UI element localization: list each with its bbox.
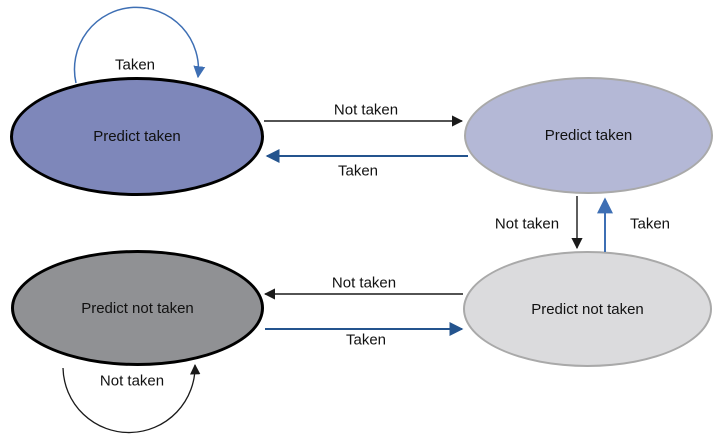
state-predict-taken-weak: Predict taken xyxy=(464,77,713,194)
state-predict-not-taken-strong: Predict not taken xyxy=(11,250,264,366)
state-label: Predict taken xyxy=(93,128,181,145)
transition-label-taken-selfloop: Taken xyxy=(114,56,156,74)
state-predict-taken-strong: Predict taken xyxy=(10,77,264,196)
transition-label-taken-bottom: Taken xyxy=(345,331,387,349)
transition-label-not-taken-top: Not taken xyxy=(333,101,399,119)
state-label: Predict taken xyxy=(544,127,633,144)
transition-label-not-taken-bottom: Not taken xyxy=(331,274,397,292)
state-label: Predict not taken xyxy=(81,299,194,317)
transition-label-not-taken-selfloop: Not taken xyxy=(99,372,165,390)
state-predict-not-taken-weak: Predict not taken xyxy=(463,251,712,367)
transition-label-taken-vertical: Taken xyxy=(629,215,671,233)
transition-label-taken-top: Taken xyxy=(337,162,379,180)
transition-label-not-taken-vertical: Not taken xyxy=(494,215,560,233)
state-label: Predict not taken xyxy=(531,300,644,318)
